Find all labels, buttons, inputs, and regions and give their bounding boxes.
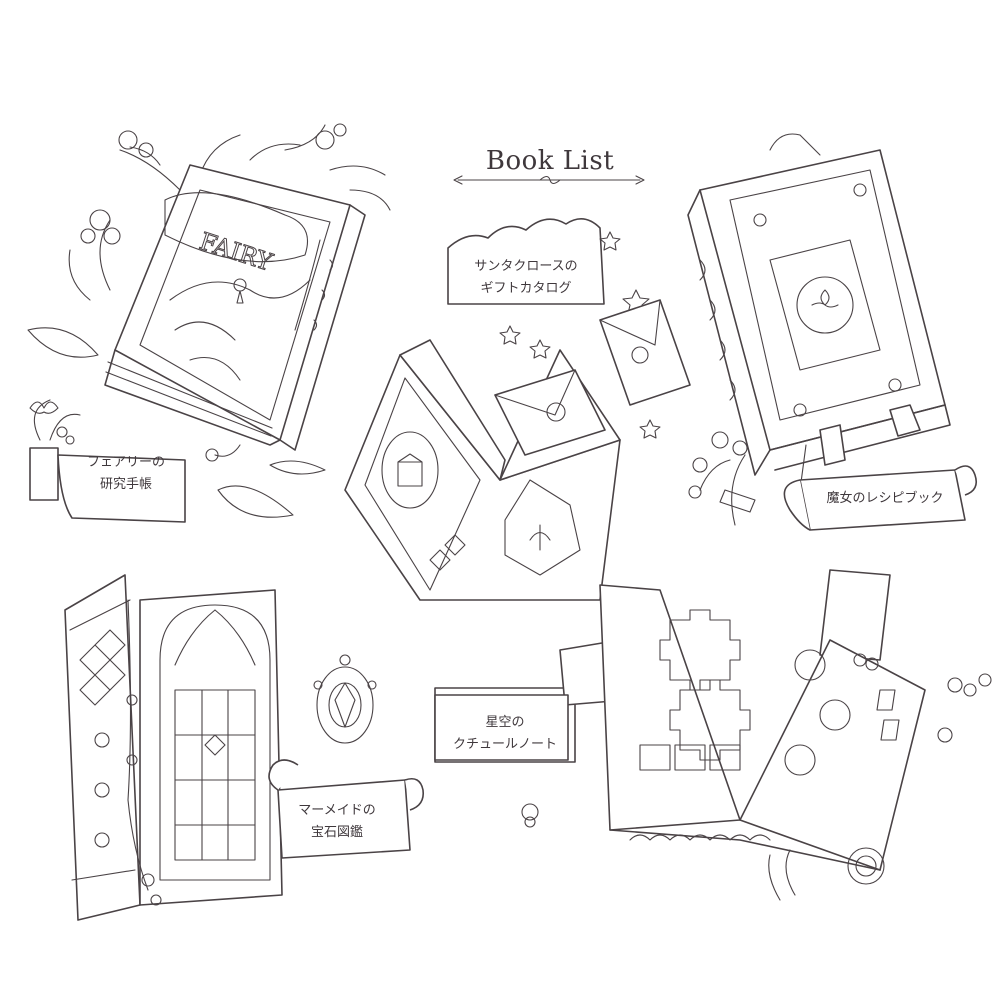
santa-label-line-2: ギフトカタログ xyxy=(480,281,572,296)
fairy-label: フェアリーの 研究手帳 xyxy=(66,452,186,496)
witch-label-line-1: 魔女のレシピブック xyxy=(826,491,944,506)
starry-book-illustration xyxy=(434,569,992,901)
fairy-label-line-1: フェアリーの xyxy=(86,455,165,470)
mermaid-label-line-1: マーメイドの xyxy=(298,803,376,818)
mermaid-book-illustration xyxy=(64,574,283,921)
mermaid-label-frame xyxy=(268,759,425,859)
witch-label: 魔女のレシピブック xyxy=(810,488,960,510)
page-title: Book List xyxy=(485,146,615,176)
starry-label-frame xyxy=(434,694,569,761)
starry-label-line-2: クチュールノート xyxy=(452,737,557,752)
santa-label: サンタクロースの ギフトカタログ xyxy=(448,256,604,300)
gem-brooch xyxy=(313,654,377,744)
fairy-book-illustration: FAIRY xyxy=(27,123,391,518)
fairy-label-line-2: 研究手帳 xyxy=(99,477,152,492)
santa-label-line-1: サンタクロースの xyxy=(474,259,578,274)
starry-label: 星空の クチュールノート xyxy=(440,712,570,756)
fairy-label-frame xyxy=(29,399,186,523)
title-ornament xyxy=(453,175,645,185)
witch-book-illustration xyxy=(687,133,951,501)
mermaid-label: マーメイドの 宝石図鑑 xyxy=(282,800,392,844)
starry-label-line-1: 星空の xyxy=(485,715,525,730)
santa-book-illustration xyxy=(344,218,691,601)
mermaid-label-line-2: 宝石図鑑 xyxy=(310,825,363,840)
witch-label-frame xyxy=(688,431,978,531)
